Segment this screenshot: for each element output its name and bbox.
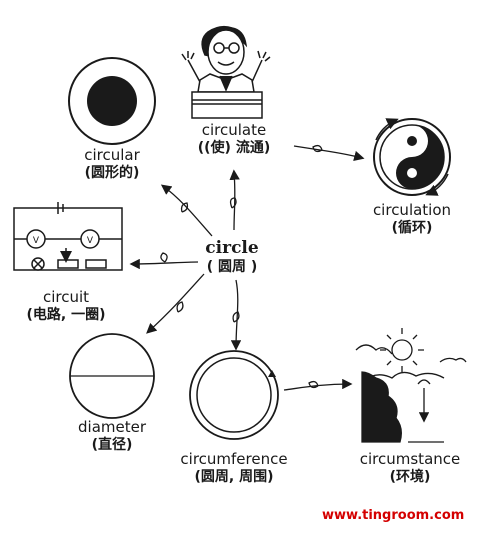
svg-text:V: V (33, 236, 40, 246)
center-node: circle ( 圆周 ) (172, 238, 292, 276)
center-meaning: ( 圆周 ) (206, 259, 258, 275)
circumstance-meaning: (环境) (389, 469, 431, 485)
circular-illustration (68, 57, 156, 145)
circumference-meaning: (圆周, 周围) (194, 469, 274, 485)
circumstance-node: circumstance (环境) (340, 450, 480, 486)
diameter-word: diameter (78, 418, 146, 436)
circuit-node: circuit (电路, 一圈) (6, 288, 126, 324)
circumference-node: circumference (圆周, 周围) (164, 450, 304, 486)
circulation-word: circulation (372, 201, 452, 219)
center-word: circle (205, 238, 259, 258)
circulate-meaning: ((使) 流通) (197, 140, 271, 156)
circuit-word: circuit (42, 288, 90, 306)
circular-word: circular (84, 146, 140, 164)
circular-node: circular (圆形的) (52, 146, 172, 182)
presenter-illustration (181, 25, 271, 119)
svg-text:V: V (87, 236, 94, 246)
diameter-meaning: (直径) (91, 437, 133, 453)
circulate-word: circulate (201, 121, 267, 139)
yin-yang-illustration (373, 118, 451, 196)
diameter-illustration (69, 333, 155, 419)
circular-meaning: (圆形的) (84, 165, 140, 181)
circuit-illustration: V V (13, 202, 123, 271)
circumference-word: circumference (180, 450, 288, 468)
relation-arrows (129, 144, 365, 391)
circulate-node: circulate ((使) 流通) (174, 121, 294, 157)
circulation-meaning: (循环) (391, 220, 433, 236)
landscape-illustration (355, 328, 467, 443)
circumference-illustration (189, 350, 279, 440)
circumstance-word: circumstance (359, 450, 461, 468)
circulation-node: circulation (循环) (352, 201, 472, 237)
watermark: www.tingroom.com (322, 508, 465, 523)
circuit-meaning: (电路, 一圈) (26, 307, 106, 323)
diameter-node: diameter (直径) (52, 418, 172, 454)
